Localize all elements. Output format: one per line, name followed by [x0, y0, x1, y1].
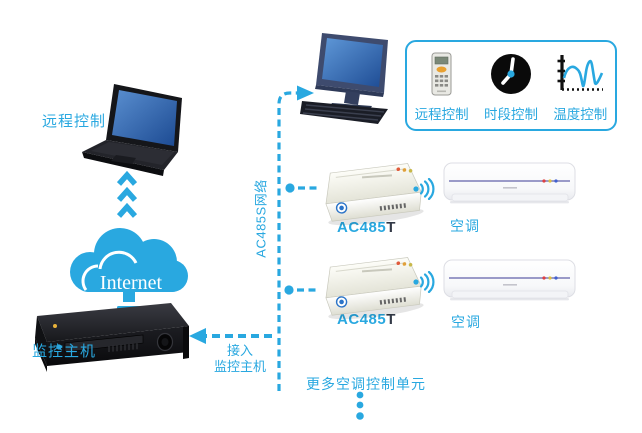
desktop-computer-image [300, 33, 400, 125]
server-logo-dot [56, 344, 62, 350]
panel-item-temperature-control: 温度控制 [546, 42, 615, 129]
panel-label-temperature-control: 温度控制 [553, 107, 608, 122]
laptop-label: 远程控制 [42, 113, 107, 130]
up-chevron-arrows [116, 170, 138, 218]
wireless-signal-icon-2 [412, 271, 435, 293]
more-units-dots [356, 391, 364, 420]
air-conditioner-1-image [443, 161, 576, 209]
ac-2-label: 空调 [451, 314, 481, 330]
server-image [25, 300, 195, 380]
remote-control-icon [431, 50, 452, 98]
network-line-label: AC485S网络 [253, 179, 269, 258]
panel-label-remote-control: 远程控制 [414, 107, 469, 122]
panel-label-schedule-control: 时段控制 [483, 107, 538, 122]
cloud-label: Internet [100, 272, 163, 294]
ac485s-trunk-line [277, 91, 298, 391]
internet-cloud: Internet [62, 224, 197, 312]
wireless-signal-icon-1 [412, 178, 435, 200]
branch-node-1 [285, 183, 295, 193]
cloud-inner-outline [81, 250, 138, 291]
access-link-label: 接入 监控主机 [213, 343, 266, 374]
ac-1-label: 空调 [450, 218, 480, 234]
branch-node-2 [284, 285, 294, 295]
adapter-1-label: AC485T [337, 219, 396, 236]
laptop-image [78, 84, 188, 176]
temperature-chart-icon [555, 50, 605, 98]
server-label: 监控主机 [32, 343, 97, 360]
control-features-panel: 远程控制 时段控制 [405, 40, 617, 131]
air-conditioner-2-image [443, 258, 576, 306]
clock-icon [490, 50, 532, 98]
panel-item-remote-control: 远程控制 [407, 42, 476, 129]
ac485t-adapter-1-image [316, 160, 430, 226]
more-units-label: 更多空调控制单元 [306, 376, 426, 392]
adapter-2-label: AC485T [337, 311, 396, 328]
panel-item-schedule-control: 时段控制 [476, 42, 545, 129]
